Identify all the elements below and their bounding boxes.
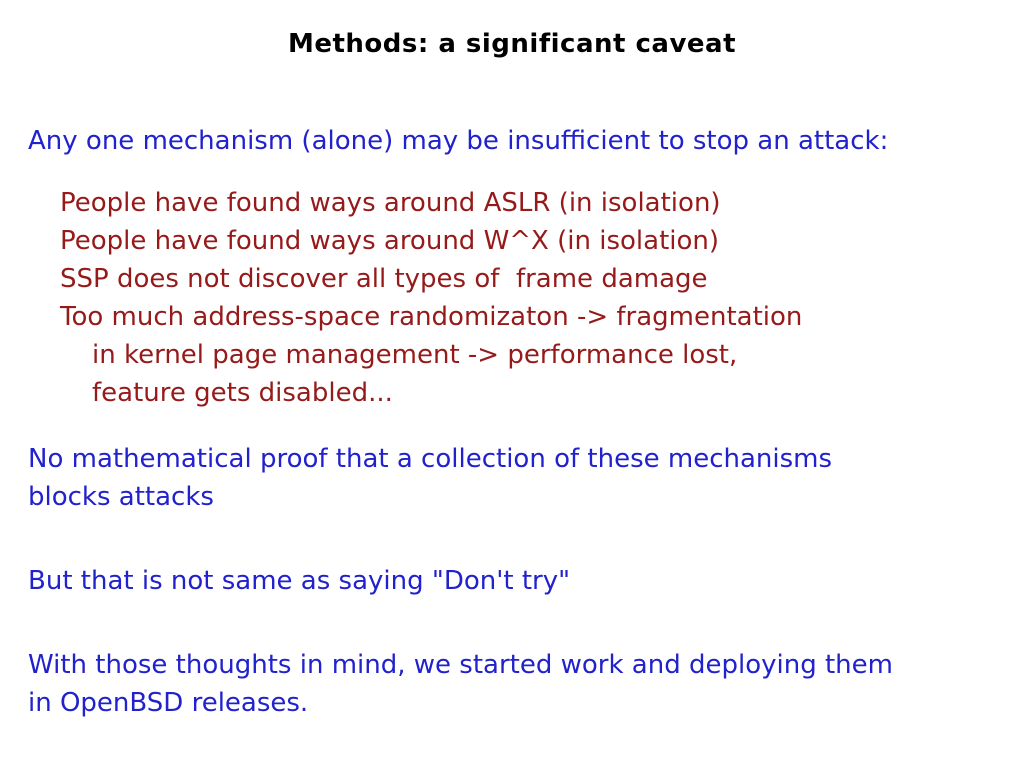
slide-title: Methods: a significant caveat xyxy=(287,29,737,59)
conclusion-no-proof-line-1: No mathematical proof that a collection … xyxy=(28,444,833,474)
intro-statement: Any one mechanism (alone) may be insuffi… xyxy=(28,126,889,156)
conclusion-dont-try-line: But that is not same as saying "Don't tr… xyxy=(28,566,571,596)
caveat-randomization-detail-2: feature gets disabled... xyxy=(92,378,393,408)
conclusion-openbsd-line-2: in OpenBSD releases. xyxy=(28,688,309,718)
conclusion-dont-try: But that is not same as saying "Don't tr… xyxy=(28,562,1024,600)
caveat-wxorx: People have found ways around W^X (in is… xyxy=(60,226,720,256)
caveat-randomization-detail: in kernel page management -> performance… xyxy=(92,340,738,370)
caveat-ssp: SSP does not discover all types of frame… xyxy=(60,264,708,294)
conclusion-openbsd: With those thoughts in mind, we started … xyxy=(28,646,968,722)
conclusion-no-proof-line-2: blocks attacks xyxy=(28,482,214,512)
conclusion-no-proof: No mathematical proof that a collection … xyxy=(28,440,928,516)
conclusion-openbsd-line-1: With those thoughts in mind, we started … xyxy=(28,650,893,680)
caveat-randomization: Too much address-space randomizaton -> f… xyxy=(60,302,803,332)
caveat-aslr: People have found ways around ASLR (in i… xyxy=(60,188,721,218)
caveat-list: People have found ways around ASLR (in i… xyxy=(60,184,1024,412)
